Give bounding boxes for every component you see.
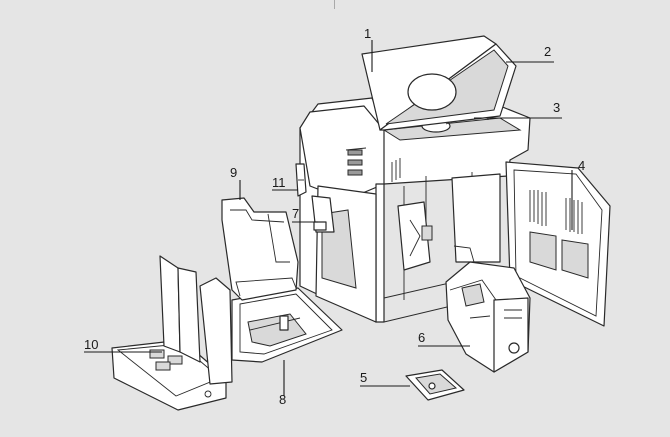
callout-9: 9 — [230, 165, 237, 180]
callout-7: 7 — [292, 206, 299, 221]
steam-pipe — [295, 163, 307, 197]
callout-1: 1 — [364, 26, 371, 41]
crop-mark — [334, 0, 335, 9]
brewing-unit — [445, 261, 531, 373]
callout-6: 6 — [418, 330, 425, 345]
machine-body — [299, 97, 531, 323]
callout-2: 2 — [544, 44, 551, 59]
coffee-funnel — [405, 369, 465, 401]
callout-8: 8 — [279, 392, 286, 407]
callout-11: 11 — [272, 175, 286, 190]
drip-tray-side-panels — [159, 255, 233, 385]
grounds-container — [221, 197, 299, 301]
leader-lines — [84, 40, 573, 396]
service-door — [505, 161, 611, 327]
drip-tray — [231, 287, 343, 363]
callout-5: 5 — [360, 370, 367, 385]
callout-3: 3 — [553, 100, 560, 115]
callout-10: 10 — [84, 337, 98, 352]
water-tank-lid — [361, 35, 517, 131]
callout-4: 4 — [578, 158, 585, 173]
